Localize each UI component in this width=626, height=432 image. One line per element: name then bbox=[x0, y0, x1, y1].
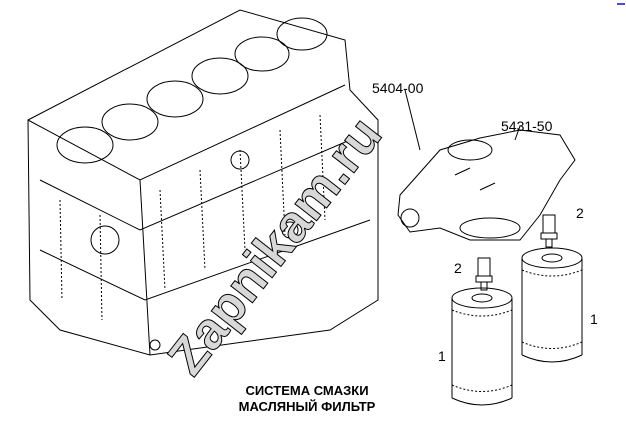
oil-filter-right bbox=[521, 247, 583, 363]
label-part-2-right: 2 bbox=[576, 205, 584, 221]
fitting-left bbox=[475, 257, 493, 291]
label-part-2-left: 2 bbox=[454, 260, 462, 276]
fitting-right bbox=[540, 214, 558, 248]
diagram-title: СИСТЕМА СМАЗКИ МАСЛЯНЫЙ ФИЛЬТР bbox=[222, 383, 392, 415]
corner-mark bbox=[617, 3, 625, 5]
oil-filter-left bbox=[451, 287, 513, 406]
label-part-1-left: 1 bbox=[438, 348, 446, 364]
cylinder-bores bbox=[56, 17, 328, 164]
oil-filter-housing bbox=[397, 89, 576, 241]
title-line-1: СИСТЕМА СМАЗКИ bbox=[245, 383, 369, 398]
engine-block bbox=[27, 9, 379, 356]
label-5404-00: 5404-00 bbox=[372, 80, 424, 96]
label-5431-50: 5431-50 bbox=[501, 118, 553, 134]
label-part-1-right: 1 bbox=[590, 311, 598, 327]
title-line-2: МАСЛЯНЫЙ ФИЛЬТР bbox=[238, 399, 376, 414]
